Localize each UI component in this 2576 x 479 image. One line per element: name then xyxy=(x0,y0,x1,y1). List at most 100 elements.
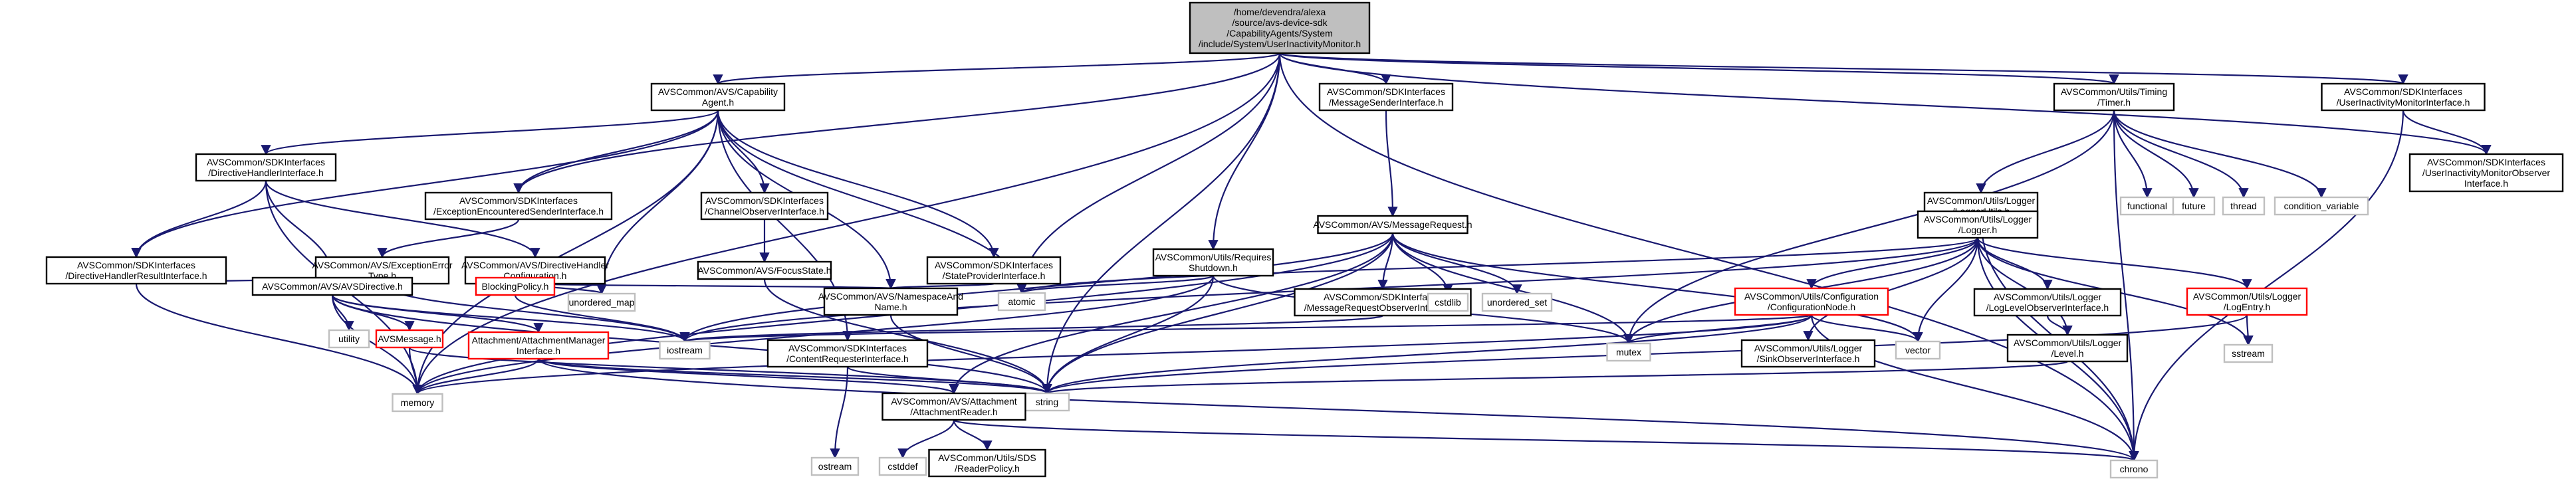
edge-timer-to-thread xyxy=(2113,110,2249,199)
node-box-sink_observer_if xyxy=(1740,339,1876,368)
node-box-cstdlib xyxy=(1427,292,1469,312)
node-label-level-line-1: /Level.h xyxy=(2051,348,2083,359)
node-label-message_sender_if-line-1: /MessageSenderInterface.h xyxy=(1329,97,1443,108)
node-label-exception_sender_if-line-1: /ExceptionEncounteredSenderInterface.h xyxy=(433,206,604,217)
node-label-atomic-line-0: atomic xyxy=(1008,296,1035,307)
node-avs_directive[interactable]: AVSCommon/AVS/AVSDirective.h xyxy=(251,276,413,296)
node-label-logger-line-0: AVSCommon/Utils/Logger xyxy=(1924,214,2032,225)
node-logger[interactable]: AVSCommon/Utils/Logger/Logger.h xyxy=(1917,210,2039,239)
node-label-focus_state-line-0: AVSCommon/AVS/FocusState.h xyxy=(697,265,831,276)
node-box-avs_message xyxy=(375,329,444,349)
edge-blocking_policy-to-iostream xyxy=(514,294,690,343)
edge-directive_result_if-to-memory xyxy=(135,283,423,395)
node-label-capability_agent-line-1: Agent.h xyxy=(702,97,734,108)
node-box-unordered_map xyxy=(567,292,636,312)
node-box-chrono xyxy=(2109,459,2159,479)
edge-layer xyxy=(131,52,2492,462)
node-cstddef: cstddef xyxy=(878,456,927,476)
node-directive_handler_config[interactable]: AVSCommon/AVS/DirectiveHandlerConfigurat… xyxy=(461,256,609,285)
node-message_request[interactable]: AVSCommon/AVS/MessageRequest.h xyxy=(1313,215,1472,235)
node-box-state_provider_if xyxy=(926,256,1062,285)
edge-log_entry-to-sstream xyxy=(2243,314,2254,346)
node-label-log_level_observer_if-line-0: AVSCommon/Utils/Logger xyxy=(1994,292,2102,302)
node-label-exception_sender_if-line-0: AVSCommon/SDKInterfaces xyxy=(459,195,578,206)
node-directive_handler_if[interactable]: AVSCommon/SDKInterfaces/DirectiveHandler… xyxy=(195,153,337,182)
node-thread: thread xyxy=(2222,196,2266,216)
edge-uim_if-to-uim_observer_if xyxy=(2402,110,2492,155)
edge-root-to-requires_shutdown xyxy=(1208,52,1281,250)
node-root[interactable]: /home/devendra/alexa/source/avs-device-s… xyxy=(1189,1,1371,54)
node-future: future xyxy=(2172,196,2216,216)
node-label-root-line-1: /source/avs-device-sdk xyxy=(1232,17,1328,28)
node-avs_message[interactable]: AVSMessage.h xyxy=(375,329,444,349)
edge-exception_sender_if-to-exception_error_type xyxy=(377,219,520,258)
node-box-vector xyxy=(1895,340,1941,360)
node-label-directive_handler_if-line-0: AVSCommon/SDKInterfaces xyxy=(207,157,325,167)
node-label-attachment_reader-line-0: AVSCommon/AVS/Attachment xyxy=(891,396,1016,407)
edge-configuration_node-to-vector xyxy=(1810,314,1923,343)
node-uim_observer_if[interactable]: AVSCommon/SDKInterfaces/UserInactivityMo… xyxy=(2408,153,2564,193)
node-sink_observer_if[interactable]: AVSCommon/Utils/Logger/SinkObserverInter… xyxy=(1740,339,1876,368)
node-label-channel_observer_if-line-0: AVSCommon/SDKInterfaces xyxy=(705,195,824,206)
edge-timer-to-functional xyxy=(2113,110,2153,199)
node-ostream: ostream xyxy=(810,456,860,476)
edge-logger-to-sink_observer_if xyxy=(1803,237,1979,341)
node-box-directive_result_if xyxy=(45,256,227,285)
node-message_sender_if[interactable]: AVSCommon/SDKInterfaces/MessageSenderInt… xyxy=(1318,82,1454,112)
node-label-functional-line-0: functional xyxy=(2127,201,2167,211)
node-box-focus_state xyxy=(697,260,832,280)
node-box-logger xyxy=(1917,210,2039,239)
node-label-timer-line-1: /Timer.h xyxy=(2097,97,2131,108)
node-label-requires_shutdown-line-1: Shutdown.h xyxy=(1189,262,1238,273)
node-box-atomic xyxy=(997,292,1046,312)
edge-logger-to-atomic xyxy=(1016,237,1979,294)
edge-timer-to-chrono xyxy=(2113,110,2139,462)
node-capability_agent[interactable]: AVSCommon/AVS/CapabilityAgent.h xyxy=(650,82,786,112)
edge-attachment_reader-to-chrono xyxy=(953,419,2139,462)
node-label-root-line-2: /CapabilityAgents/System xyxy=(1227,28,1333,39)
node-box-root xyxy=(1189,1,1371,54)
node-label-level-line-0: AVSCommon/Utils/Logger xyxy=(2014,337,2122,348)
edge-uim_if-to-chrono xyxy=(2129,110,2404,462)
node-attachment_reader[interactable]: AVSCommon/AVS/Attachment/AttachmentReade… xyxy=(881,392,1026,421)
node-label-thread-line-0: thread xyxy=(2230,201,2257,211)
node-directive_result_if[interactable]: AVSCommon/SDKInterfaces/DirectiveHandler… xyxy=(45,256,227,285)
node-label-exception_error_type-line-0: AVSCommon/AVS/ExceptionError xyxy=(312,260,452,270)
node-blocking_policy[interactable]: BlockingPolicy.h xyxy=(475,276,556,296)
edge-configuration_node-to-iostream xyxy=(680,314,1813,343)
node-label-ostream-line-0: ostream xyxy=(818,461,852,472)
node-label-configuration_node-line-0: AVSCommon/Utils/Configuration xyxy=(1744,291,1879,302)
node-reader_policy[interactable]: AVSCommon/Utils/SDS/ReaderPolicy.h xyxy=(928,448,1046,478)
node-timer[interactable]: AVSCommon/Utils/Timing/Timer.h xyxy=(2053,82,2175,112)
edge-message_request_observer_if-to-iostream xyxy=(680,314,1384,343)
node-level[interactable]: AVSCommon/Utils/Logger/Level.h xyxy=(2006,334,2129,363)
node-configuration_node[interactable]: AVSCommon/Utils/Configuration/Configurat… xyxy=(1734,287,1889,316)
node-content_requester_if[interactable]: AVSCommon/SDKInterfaces/ContentRequester… xyxy=(766,339,929,368)
edge-content_requester_if-to-string xyxy=(846,365,1052,395)
node-channel_observer_if[interactable]: AVSCommon/SDKInterfaces/ChannelObserverI… xyxy=(700,191,829,221)
node-log_level_observer_if[interactable]: AVSCommon/Utils/Logger/LogLevelObserverI… xyxy=(1973,288,2122,317)
node-log_entry[interactable]: AVSCommon/Utils/Logger/LogEntry.h xyxy=(2186,287,2308,316)
node-state_provider_if[interactable]: AVSCommon/SDKInterfaces/StateProviderInt… xyxy=(926,256,1062,285)
node-box-log_level_observer_if xyxy=(1973,288,2122,317)
node-label-log_entry-line-0: AVSCommon/Utils/Logger xyxy=(2193,291,2301,302)
node-box-thread xyxy=(2222,196,2266,216)
node-box-ostream xyxy=(810,456,860,476)
edge-attachment_manager_if-to-string xyxy=(537,357,1052,395)
edge-message_request-to-vector xyxy=(1391,233,1923,343)
edge-namespace_and_name-to-string xyxy=(889,314,1052,395)
node-label-attachment_reader-line-1: /AttachmentReader.h xyxy=(910,407,998,417)
edge-logger-to-level xyxy=(1976,237,2073,336)
node-exception_sender_if[interactable]: AVSCommon/SDKInterfaces/ExceptionEncount… xyxy=(424,191,613,221)
node-box-uim_if xyxy=(2321,82,2486,112)
edge-root-to-string xyxy=(1042,52,1281,395)
node-uim_if[interactable]: AVSCommon/SDKInterfaces/UserInactivityMo… xyxy=(2321,82,2486,112)
node-focus_state[interactable]: AVSCommon/AVS/FocusState.h xyxy=(697,260,832,280)
edge-capability_agent-to-directive_handler_if xyxy=(261,109,719,155)
node-label-reader_policy-line-1: /ReaderPolicy.h xyxy=(955,463,1020,474)
node-string: string xyxy=(1024,392,1070,412)
node-box-uim_observer_if xyxy=(2408,153,2564,193)
